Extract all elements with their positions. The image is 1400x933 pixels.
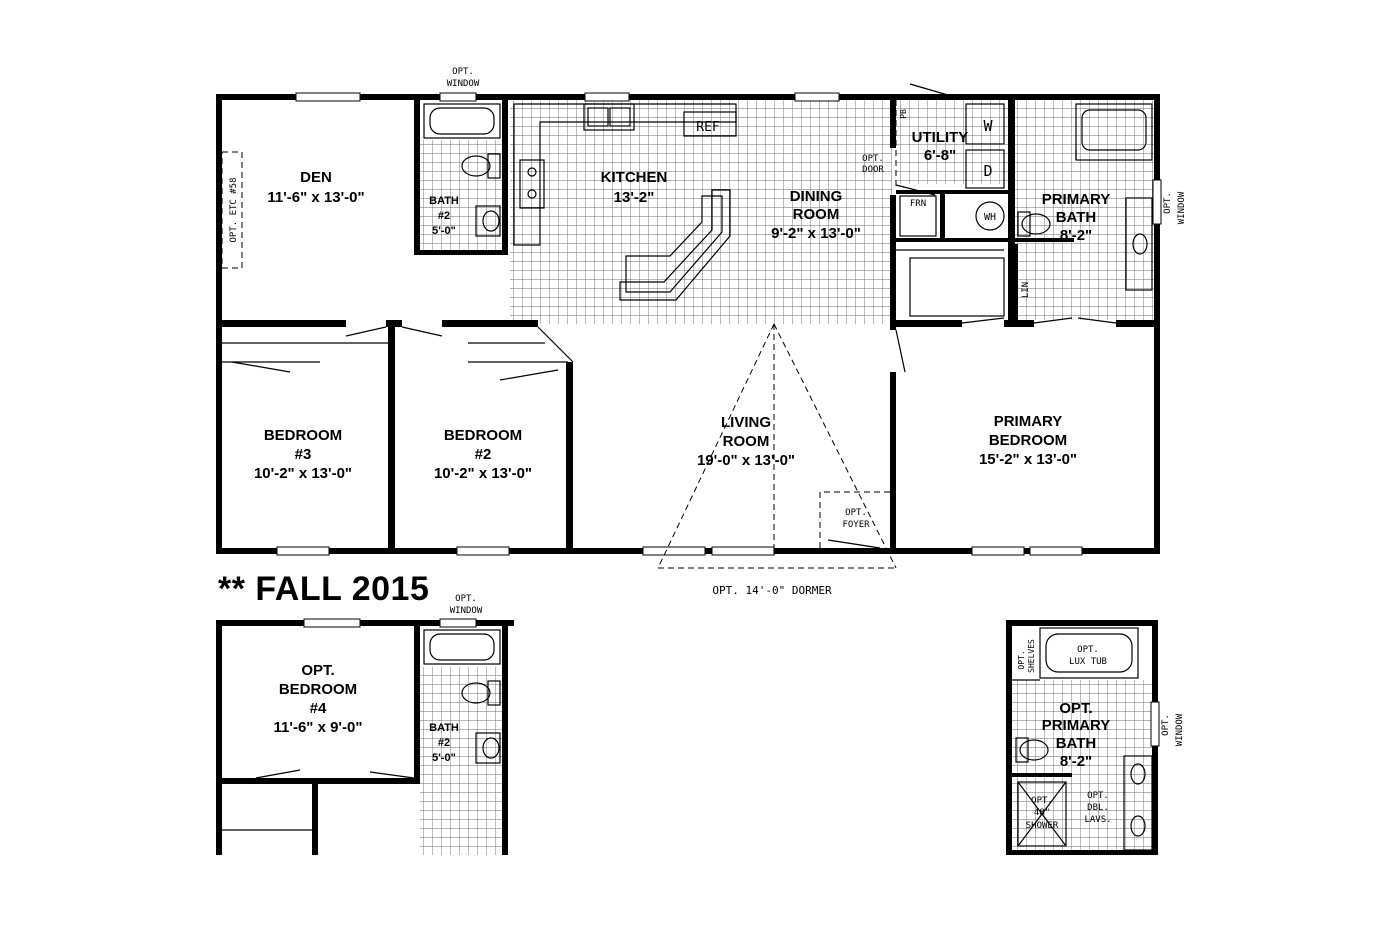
note-dbl: DBL. <box>1087 803 1109 813</box>
dining-label: DINING <box>790 188 843 205</box>
primary-bedroom-label: PRIMARY <box>994 413 1063 430</box>
bedroom2-num: #2 <box>475 446 492 463</box>
opt-bedroom4-num: #4 <box>310 700 327 717</box>
opt-etc-outline <box>221 151 243 269</box>
note-dormer: OPT. 14'-0" DORMER <box>712 584 832 597</box>
opt-primary-bath-label: OPT. <box>1059 700 1092 717</box>
primary-bath-label-2: BATH <box>1056 209 1097 226</box>
note-opt-shelves: OPT. <box>1017 650 1026 669</box>
note-frn: FRN <box>910 199 926 209</box>
bath2-label: BATH <box>429 195 459 207</box>
primary-bath-fixtures <box>1017 103 1153 324</box>
opt-primary-bath-label-2: PRIMARY <box>1042 717 1111 734</box>
tile-floors <box>420 100 1155 855</box>
dormer-outline <box>657 323 897 569</box>
note-opt-etc: OPT. ETC #58 <box>229 177 239 242</box>
note-wh: WH <box>984 212 996 223</box>
primary-bedroom-label-2: BEDROOM <box>989 432 1067 449</box>
closets <box>222 249 1005 381</box>
kitchen-size: 13'-2" <box>614 189 655 206</box>
note-pb: PB <box>899 109 908 119</box>
utility-label: UTILITY <box>912 129 969 146</box>
note-opt-door: OPT. <box>862 154 884 164</box>
opt-bath2-label: BATH <box>429 722 459 734</box>
note-opt-shower: OPT. <box>1031 796 1053 806</box>
opt-bedroom4-plan <box>216 618 514 855</box>
opt-bath2-num: #2 <box>438 737 450 749</box>
note-lavs: LAVS. <box>1084 815 1111 825</box>
bedroom2-size: 10'-2" x 13'-0" <box>434 465 532 482</box>
note-opt-lavs: OPT. <box>1087 791 1109 801</box>
note-dryer: D <box>983 162 992 180</box>
dining-label-2: ROOM <box>793 206 840 223</box>
bedroom3-size: 10'-2" x 13'-0" <box>254 465 352 482</box>
note-shower-size: 48" <box>1034 808 1050 818</box>
bath2-size: 5'-0" <box>432 225 456 237</box>
note-window-right: WINDOW <box>1177 191 1187 224</box>
note-foyer: FOYER <box>842 520 870 530</box>
primary-bath-size: 8'-2" <box>1060 227 1092 244</box>
utility-size: 6'-8" <box>924 147 956 164</box>
note-opt-lux: OPT. <box>1077 645 1099 655</box>
opt-primary-bath-label-3: BATH <box>1056 735 1097 752</box>
plan-notes: OPT. WINDOW OPT. ETC #58 REF PB OPT. DOO… <box>229 67 1187 831</box>
utility-fixtures <box>895 83 1005 373</box>
primary-bath-label: PRIMARY <box>1042 191 1111 208</box>
kitchen-label: KITCHEN <box>601 169 668 186</box>
windows <box>276 92 1162 556</box>
room-labels: DEN 11'-6" x 13'-0" BATH #2 5'-0" KITCHE… <box>254 129 1110 770</box>
note-door: DOOR <box>862 165 884 175</box>
note-opt-window-top: OPT. <box>452 67 474 77</box>
note-lux-tub: LUX TUB <box>1069 657 1107 667</box>
plan-date-title: ** FALL 2015 <box>218 570 430 608</box>
opt-bedroom4-size: 11'-6" x 9'-0" <box>274 719 363 736</box>
living-size: 19'-0" x 13'-0" <box>697 452 795 469</box>
opt-primary-bath-size: 8'-2" <box>1060 753 1092 770</box>
note-window-pbath: WINDOW <box>1175 713 1185 746</box>
note-window-bed4: WINDOW <box>450 606 483 616</box>
opt-bedroom4-label: OPT. <box>301 662 334 679</box>
opt-bedroom4-label-2: BEDROOM <box>279 681 357 698</box>
bedroom2-label: BEDROOM <box>444 427 522 444</box>
note-washer: W <box>983 117 993 135</box>
den-size: 11'-6" x 13'-0" <box>267 189 364 206</box>
note-opt-window-pbath: OPT. <box>1161 714 1171 736</box>
primary-bedroom-size: 15'-2" x 13'-0" <box>979 451 1077 468</box>
note-ref: REF <box>696 120 720 135</box>
bedroom3-num: #3 <box>295 446 312 463</box>
kitchen-fixtures <box>513 103 737 301</box>
bath2-num: #2 <box>438 210 450 222</box>
note-opt-foyer: OPT. <box>845 508 867 518</box>
opt-primary-bath-plan <box>1006 620 1160 855</box>
dining-size: 9'-2" x 13'-0" <box>771 225 861 242</box>
den-label: DEN <box>300 169 332 186</box>
note-opt-window-right: OPT. <box>1163 192 1173 214</box>
note-shower: SHOWER <box>1026 821 1059 831</box>
opt-bath2-size: 5'-0" <box>432 752 456 764</box>
living-label: LIVING <box>721 414 771 431</box>
bedroom3-label: BEDROOM <box>264 427 342 444</box>
bath2-fixtures <box>423 103 501 237</box>
note-shelves: SHELVES <box>1027 639 1036 673</box>
interior-walls <box>216 100 1160 552</box>
living-label-2: ROOM <box>723 433 770 450</box>
note-opt-window-bed4: OPT. <box>455 594 477 604</box>
note-lin: LIN <box>1021 282 1031 298</box>
note-window-top: WINDOW <box>447 79 480 89</box>
